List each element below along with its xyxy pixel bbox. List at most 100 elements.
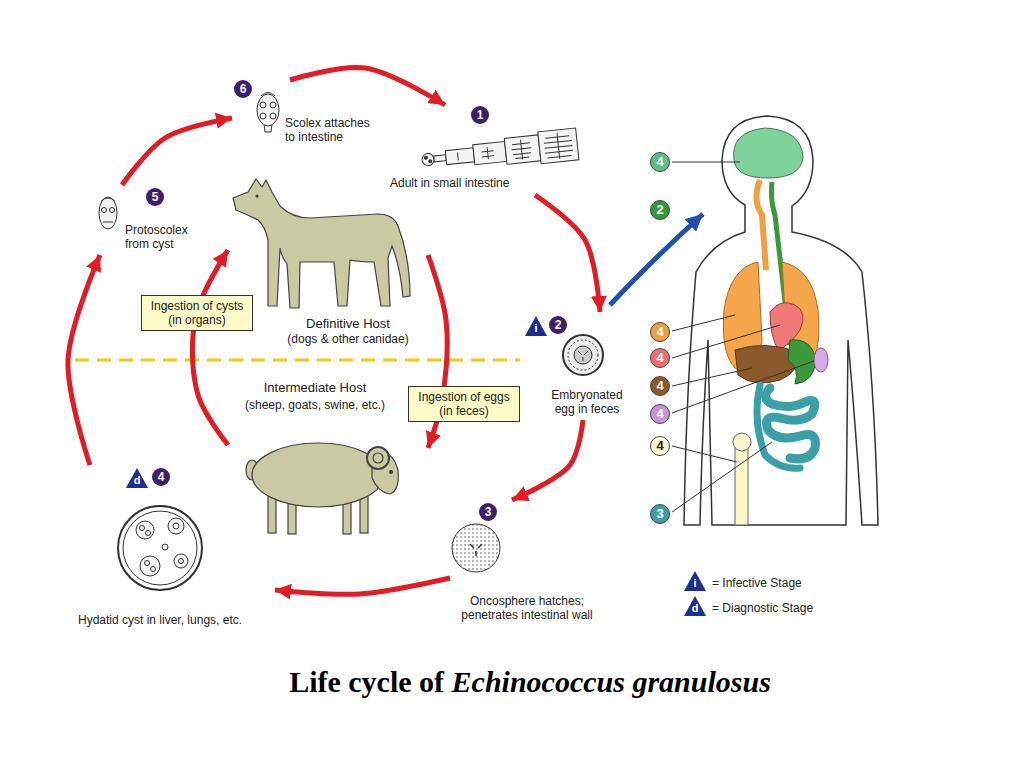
human-body bbox=[733, 433, 751, 451]
cycle-arrow bbox=[122, 118, 232, 185]
host-label: (sheep, goats, swine, etc.) bbox=[245, 398, 385, 413]
hydatid-cyst-figure bbox=[123, 511, 197, 585]
adult-worm-figure bbox=[429, 160, 432, 163]
scolex-figure bbox=[270, 102, 276, 108]
hydatid-cyst-figure bbox=[145, 561, 150, 566]
legend-text: = Infective Stage bbox=[712, 575, 802, 591]
adult-worm-figure bbox=[511, 139, 533, 161]
callout-number: 4 bbox=[650, 152, 670, 172]
sheep-figure bbox=[343, 500, 351, 534]
host-divider bbox=[75, 359, 520, 362]
hydatid-cyst-figure bbox=[140, 526, 145, 531]
adult-worm-figure bbox=[457, 147, 494, 163]
hydatid-cyst-figure bbox=[151, 567, 156, 572]
cycle-arrow bbox=[275, 578, 450, 594]
scolex-figure bbox=[260, 102, 266, 108]
human-body bbox=[765, 388, 815, 459]
caption-word bbox=[412, 665, 420, 698]
scolex-figure bbox=[257, 93, 279, 133]
sheep-figure bbox=[252, 443, 384, 507]
caption-word bbox=[625, 665, 633, 698]
life-stage: 5Protoscolex from cyst bbox=[88, 185, 208, 255]
adult-worm-figure bbox=[421, 153, 434, 166]
caption-word: granulosus bbox=[632, 665, 770, 698]
stage-caption: Oncosphere hatches; penetrates intestina… bbox=[452, 594, 602, 622]
dog-figure bbox=[256, 195, 259, 198]
protoscolex-figure bbox=[103, 222, 113, 223]
stage-number: 6 bbox=[234, 80, 252, 98]
adult-worm-figure bbox=[445, 148, 474, 165]
leader-line bbox=[672, 315, 735, 331]
adult-worm-figure bbox=[473, 141, 507, 164]
stage-number: 5 bbox=[146, 188, 164, 206]
hydatid-cyst-figure bbox=[168, 518, 184, 534]
host-label: Definitive Host bbox=[306, 316, 390, 331]
legend-symbol: d bbox=[684, 596, 706, 616]
caption-word: cycle bbox=[348, 665, 411, 698]
protoscolex-figure bbox=[102, 208, 107, 213]
egg-figure bbox=[574, 346, 592, 364]
life-stage: 6Scolex attaches to intestine bbox=[232, 80, 379, 148]
hydatid-cyst-figure bbox=[173, 523, 179, 529]
stage-caption: Scolex attaches to intestine bbox=[285, 116, 375, 144]
hydatid-cyst-figure bbox=[162, 544, 168, 550]
sheep-figure bbox=[360, 495, 368, 533]
hydatid-cyst-figure bbox=[140, 556, 160, 576]
sheep-figure bbox=[367, 447, 389, 469]
hydatid-cyst-figure bbox=[118, 506, 202, 590]
leader-line bbox=[672, 361, 814, 413]
legend-text: = Diagnostic Stage bbox=[712, 600, 813, 616]
cycle-arrow bbox=[535, 195, 600, 312]
edge-label: Ingestion of cysts (in organs) bbox=[141, 295, 253, 331]
leader-line bbox=[672, 162, 814, 512]
stage-marker: i bbox=[525, 316, 547, 336]
leader-line bbox=[672, 325, 780, 358]
host-label: (dogs & other canidae) bbox=[287, 332, 408, 347]
dog-figure bbox=[233, 179, 410, 308]
egg-figure bbox=[578, 351, 588, 361]
dog-figure bbox=[233, 179, 410, 308]
hydatid-cyst-figure bbox=[174, 554, 188, 568]
sheep-figure bbox=[268, 495, 276, 533]
legend-symbol: i bbox=[684, 571, 706, 591]
infection-arrow bbox=[610, 214, 703, 305]
callout-number: 4 bbox=[650, 404, 670, 424]
human-body bbox=[735, 446, 748, 525]
stage-caption: Protoscolex from cyst bbox=[125, 223, 200, 251]
scolex-figure bbox=[257, 94, 279, 126]
host-group: Definitive Host(dogs & other canidae) bbox=[228, 178, 428, 351]
oncosphere-figure bbox=[470, 544, 482, 556]
egg-figure bbox=[568, 340, 598, 370]
stage-number: 4 bbox=[152, 468, 170, 486]
oncosphere-figure bbox=[452, 524, 500, 572]
life-stage: i2Embryonated egg in feces bbox=[525, 312, 637, 420]
adult-worm-figure bbox=[434, 155, 447, 162]
sheep-figure bbox=[246, 443, 398, 534]
edge-label: Ingestion of eggs (in feces) bbox=[408, 386, 520, 422]
leader-line bbox=[672, 442, 772, 512]
scolex-figure bbox=[270, 113, 276, 119]
sheep-figure bbox=[390, 471, 393, 474]
adult-worm-figure bbox=[538, 128, 579, 164]
callout-number: 4 bbox=[650, 348, 670, 368]
caption-word bbox=[444, 665, 452, 698]
host-divider bbox=[75, 360, 520, 361]
caption-word: Life bbox=[289, 665, 341, 698]
cycle-arrow bbox=[68, 255, 100, 465]
stage-number: 1 bbox=[471, 106, 489, 124]
connector-group bbox=[68, 68, 600, 595]
scolex-figure bbox=[261, 93, 275, 97]
host-label: Intermediate Host bbox=[264, 380, 367, 395]
protoscolex-figure bbox=[101, 198, 115, 201]
cycle-arrow bbox=[512, 420, 583, 500]
leader-line bbox=[672, 368, 752, 386]
stage-caption: Adult in small intestine bbox=[390, 176, 560, 190]
cycle-arrow bbox=[290, 68, 445, 105]
sheep-figure bbox=[373, 453, 383, 463]
human-body bbox=[814, 348, 828, 372]
hydatid-cyst-figure bbox=[179, 559, 184, 564]
adult-worm-figure bbox=[424, 156, 427, 159]
